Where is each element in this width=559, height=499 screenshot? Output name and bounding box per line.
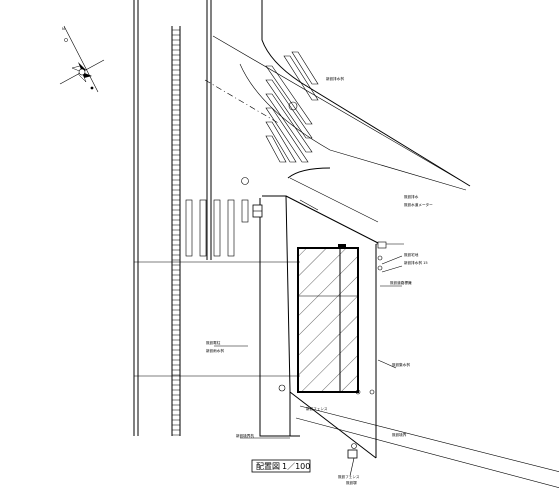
building-footprint (297, 247, 359, 393)
utility-symbols (241, 177, 387, 459)
annotation-label: 既設フェンス (338, 474, 360, 479)
drawing-scale: 1／100 (282, 462, 310, 471)
annotation-label: 既設道路標識 (390, 280, 412, 285)
site-boundary (259, 167, 559, 489)
drawing-title: 配置図 (256, 462, 280, 471)
annotation-label: 既設宅地 (404, 252, 419, 257)
drawing-title-block: 配置図 1／100 (251, 459, 311, 473)
annotation-label: 新設境界杭 (236, 433, 254, 438)
road-lines (133, 0, 471, 436)
annotation-label: 新設排水桝 (326, 76, 344, 81)
compass-north-label: N (62, 27, 65, 31)
zebra-crossing-upper (265, 51, 319, 163)
annotation-label: 既設境界 (392, 432, 407, 437)
crosswalk-stripes (185, 199, 249, 257)
annotation-label: 新設フェンス (306, 406, 328, 411)
annotation-label: 新設排水桝 15 (404, 260, 428, 265)
annotation-label: 既設集水桝 (392, 362, 410, 367)
compass-icon: N (59, 25, 105, 93)
annotation-label: 既設水道メーター (404, 202, 433, 207)
annotation-label: 新設雨水桝 (206, 348, 224, 353)
annotation-label: 既設電柱 (206, 340, 221, 345)
annotation-labels: 新設排水桝 既設排水 既設水道メーター 既設宅地 新設排水桝 15 既設道路標識… (206, 76, 433, 485)
leader-lines (214, 199, 403, 477)
annotation-label: 既設塀 (346, 480, 357, 485)
annotation-label: 既設排水 (404, 194, 419, 199)
